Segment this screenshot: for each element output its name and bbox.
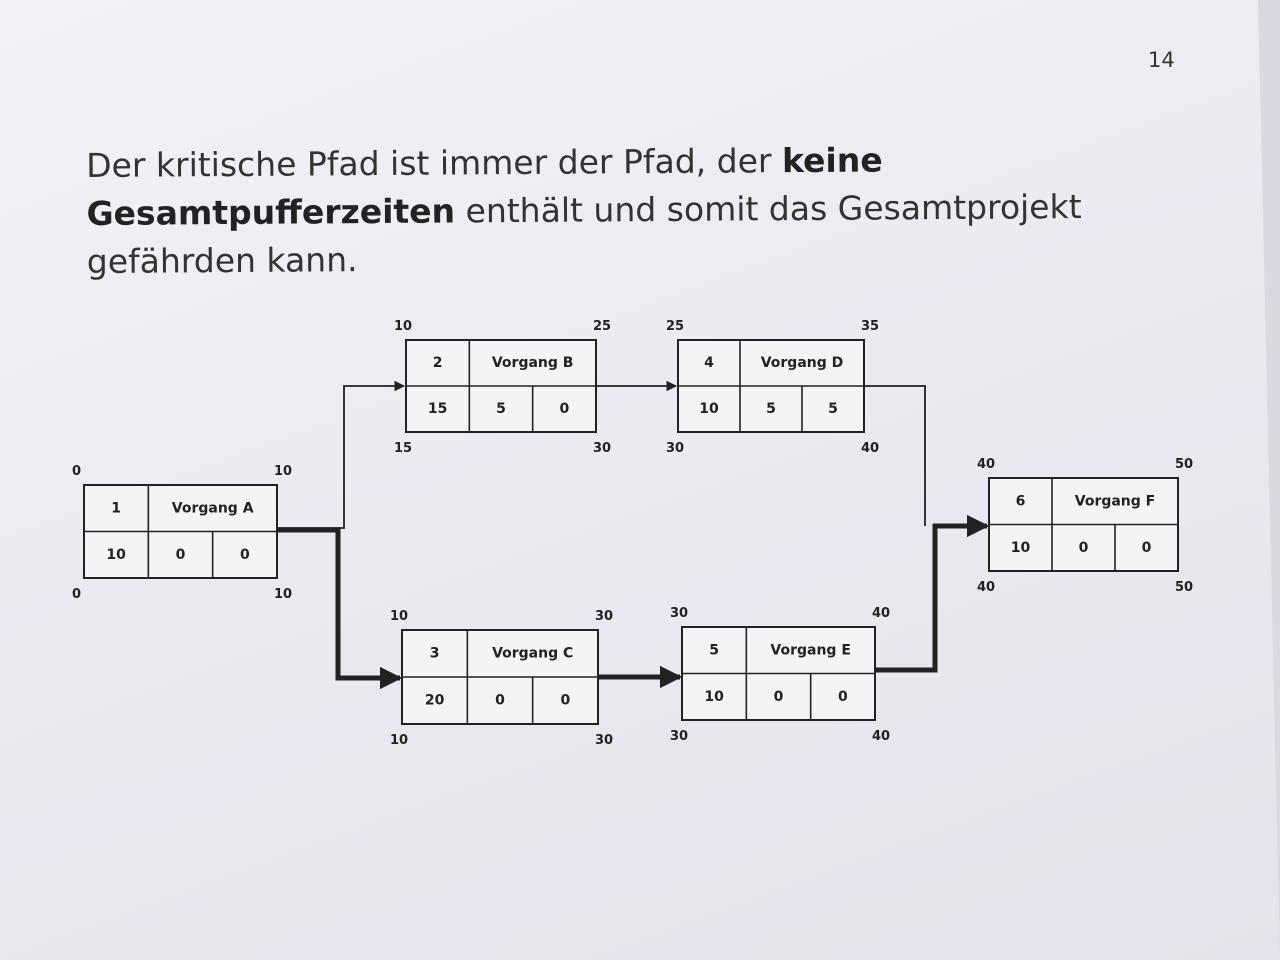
node-number: 6	[1016, 493, 1026, 509]
node-latest-finish: 10	[274, 587, 292, 602]
node-total-float: 0	[495, 693, 505, 709]
node-latest-finish: 50	[1175, 580, 1193, 595]
edge-a-b	[277, 380, 406, 529]
node-free-float: 0	[1142, 540, 1152, 556]
node-free-float: 0	[560, 693, 570, 709]
edge-a-c	[277, 527, 403, 690]
node-number: 5	[709, 642, 719, 658]
node-earliest-start: 10	[390, 609, 408, 624]
node-name: Vorgang C	[492, 646, 573, 662]
node-duration: 10	[699, 401, 719, 417]
node-earliest-start: 25	[666, 319, 684, 334]
node-earliest-start: 0	[72, 464, 81, 479]
node-free-float: 0	[838, 689, 848, 705]
node-latest-finish: 30	[593, 441, 611, 456]
node-latest-start: 15	[394, 441, 412, 456]
node-name: Vorgang B	[492, 355, 574, 371]
node-name: Vorgang E	[770, 642, 851, 658]
node-latest-start: 30	[670, 729, 688, 744]
node-earliest-start: 30	[670, 606, 688, 621]
node-earliest-finish: 10	[274, 464, 292, 479]
node-total-float: 5	[766, 401, 776, 417]
edge-d-f	[864, 385, 926, 526]
node-number: 2	[433, 355, 443, 371]
node-b: 2 Vorgang B 15 5 0 10 25 15 30	[394, 319, 611, 456]
node-latest-finish: 30	[595, 733, 613, 748]
node-duration: 10	[1011, 540, 1031, 556]
node-d: 4 Vorgang D 10 5 5 25 35 30 40	[666, 319, 879, 456]
node-total-float: 5	[496, 401, 506, 417]
node-number: 1	[111, 500, 121, 516]
node-free-float: 5	[828, 401, 838, 417]
node-latest-start: 10	[390, 733, 408, 748]
node-duration: 10	[704, 689, 724, 705]
page-number: 14	[1148, 48, 1175, 72]
node-latest-start: 0	[72, 587, 81, 602]
node-total-float: 0	[176, 547, 186, 563]
node-earliest-start: 10	[394, 319, 412, 334]
node-earliest-finish: 35	[861, 319, 879, 334]
node-duration: 10	[106, 547, 126, 563]
node-c: 3 Vorgang C 20 0 0 10 30 10 30	[390, 609, 613, 748]
node-latest-finish: 40	[872, 729, 890, 744]
node-earliest-finish: 25	[593, 319, 611, 334]
node-latest-finish: 40	[861, 441, 879, 456]
node-earliest-start: 40	[977, 457, 995, 472]
node-number: 4	[704, 355, 714, 371]
node-latest-start: 30	[666, 441, 684, 456]
node-earliest-finish: 30	[595, 609, 613, 624]
node-total-float: 0	[1079, 540, 1089, 556]
node-earliest-finish: 50	[1175, 457, 1193, 472]
node-name: Vorgang F	[1075, 493, 1156, 509]
node-free-float: 0	[240, 547, 250, 563]
node-earliest-finish: 40	[872, 606, 890, 621]
edges-layer	[277, 380, 990, 690]
node-e: 5 Vorgang E 10 0 0 30 40 30 40	[670, 606, 890, 744]
node-latest-start: 40	[977, 580, 995, 595]
node-number: 3	[430, 646, 440, 662]
node-free-float: 0	[559, 401, 569, 417]
node-total-float: 0	[774, 689, 784, 705]
edge-e-f	[875, 514, 990, 673]
node-duration: 15	[428, 401, 447, 417]
node-a: 1 Vorgang A 10 0 0 0 10 0 10	[72, 464, 292, 602]
node-name: Vorgang A	[172, 500, 254, 516]
node-f: 6 Vorgang F 10 0 0 40 50 40 50	[977, 457, 1193, 595]
node-duration: 20	[425, 693, 445, 709]
node-name: Vorgang D	[761, 355, 844, 371]
